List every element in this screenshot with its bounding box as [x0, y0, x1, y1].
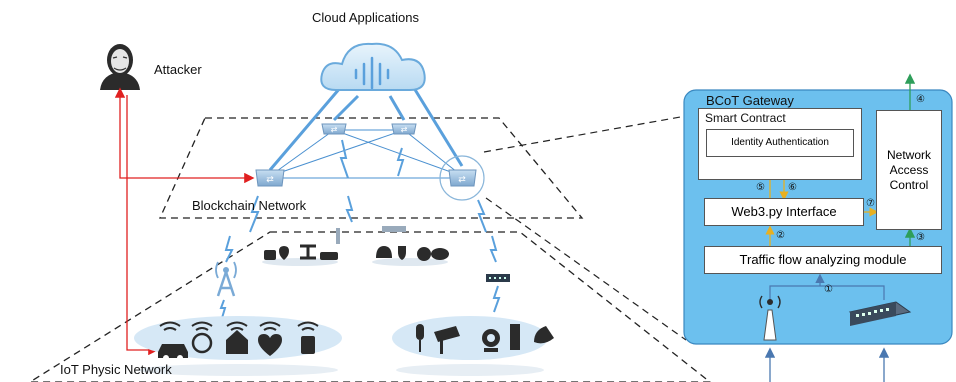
- switch-icon: [486, 274, 510, 282]
- gateway-antenna-icon: [759, 295, 781, 341]
- step-1-connector: [769, 285, 885, 300]
- wireless-links: [219, 139, 501, 319]
- attacker-label: Attacker: [154, 62, 202, 77]
- step-7-label: ⑦: [866, 198, 875, 209]
- identity-authentication-label: Identity Authentication: [731, 137, 829, 148]
- svg-text:⇄: ⇄: [458, 175, 466, 185]
- svg-text:⇄: ⇄: [266, 175, 274, 185]
- device-cluster-left: [262, 228, 340, 266]
- router-icon: ⇄: [255, 169, 285, 187]
- step-4-label: ④: [916, 94, 925, 105]
- svg-text:⇄: ⇄: [401, 125, 408, 134]
- blockchain-network-label: Blockchain Network: [192, 198, 307, 213]
- wifi-icons: [159, 321, 319, 331]
- router-icon: ⇄: [321, 123, 347, 135]
- iot-plane: [28, 231, 712, 382]
- zoom-line-top: [483, 115, 687, 153]
- home-iot-icons: [158, 330, 315, 361]
- iot-cluster-home-shadow: [138, 364, 338, 376]
- attack-arrow-iot: [126, 95, 159, 356]
- network-access-control-label: Network Access Control: [886, 147, 931, 192]
- surveillance-iot-icons: [416, 324, 554, 354]
- cloud-links: [268, 87, 464, 171]
- zoom-line-bottom: [485, 197, 687, 341]
- identity-authentication-box: Identity Authentication: [706, 129, 854, 157]
- cloud-icon: [320, 42, 426, 91]
- step-5-label: ⑤: [756, 182, 765, 193]
- smart-contract-label: Smart Contract: [705, 111, 786, 125]
- traffic-module-label: Traffic flow analyzing module: [739, 252, 907, 267]
- gateway-title: BCoT Gateway: [706, 93, 794, 108]
- iot-cluster-surveillance-shadow: [396, 364, 544, 376]
- web3-interface-box: Web3.py Interface: [704, 198, 864, 226]
- gateway-node-ring: [439, 155, 485, 201]
- gateway-switch-icon: [848, 301, 912, 326]
- cloud-applications-label: Cloud Applications: [312, 10, 419, 25]
- router-icon: ⇄: [391, 123, 417, 135]
- attack-arrow-blockchain: [119, 95, 255, 184]
- antenna-tower-icon: [215, 261, 237, 297]
- attacker-icon: [100, 44, 140, 90]
- step-1-label: ①: [824, 284, 833, 295]
- step-6-label: ⑥: [788, 182, 797, 193]
- network-access-control-box: Network Access Control: [876, 110, 942, 230]
- router-icon: ⇄: [448, 169, 477, 187]
- step-3-label: ③: [916, 232, 925, 243]
- smart-contract-box: Smart Contract Identity Authentication: [698, 108, 862, 180]
- svg-text:⇄: ⇄: [331, 125, 338, 134]
- iot-cluster-surveillance: [392, 316, 548, 360]
- blockchain-mesh: [269, 129, 463, 179]
- step-2-label: ②: [776, 230, 785, 241]
- web3-interface-label: Web3.py Interface: [731, 204, 837, 219]
- blockchain-plane: [158, 117, 584, 219]
- device-cluster-mid: [372, 226, 449, 266]
- traffic-module-box: Traffic flow analyzing module: [704, 246, 942, 274]
- iot-network-label: IoT Physic Network: [60, 362, 172, 377]
